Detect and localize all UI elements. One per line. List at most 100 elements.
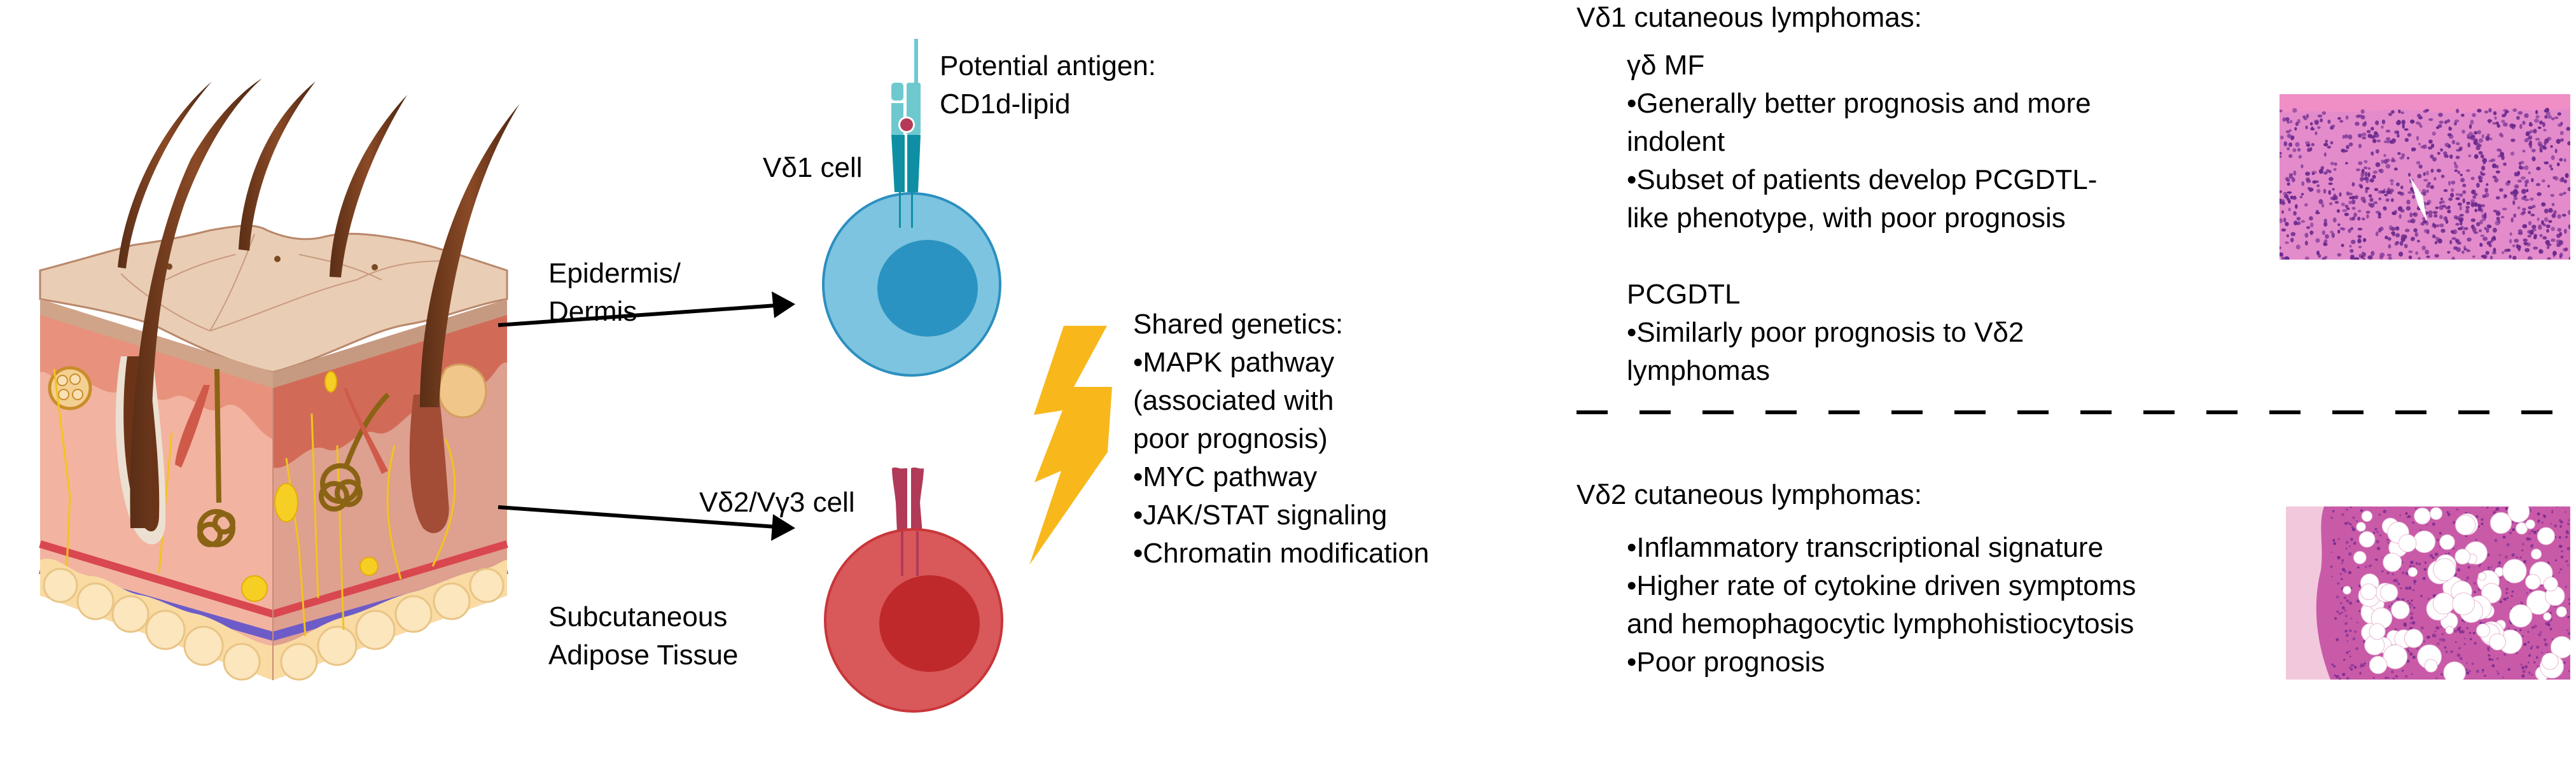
nucleus-dot (2333, 542, 2336, 545)
nucleus-dot (2503, 122, 2508, 127)
nucleus-dot (2379, 253, 2385, 257)
nucleus-dot (2522, 224, 2528, 228)
nucleus-dot (2348, 571, 2352, 575)
nucleus-dot (2344, 134, 2348, 139)
nucleus-dot (2420, 222, 2425, 226)
nucleus-dot (2339, 227, 2344, 230)
nucleus-dot (2405, 512, 2408, 515)
nucleus-dot (2281, 256, 2285, 260)
nucleus-dot (2295, 204, 2298, 209)
list-item: •MYC pathway (1133, 461, 1318, 492)
nucleus-dot (2470, 225, 2475, 229)
tcr-transmembrane (899, 191, 901, 228)
nucleus-dot (2487, 119, 2493, 123)
nucleus-dot (2395, 233, 2400, 238)
nucleus-dot (2361, 217, 2365, 221)
nucleus-dot (2499, 600, 2502, 603)
nucleus-dot (2533, 234, 2537, 238)
tcr-transmembrane (901, 531, 903, 576)
list-item: •Generally better prognosis and more (1627, 88, 2091, 119)
nucleus-dot (2568, 256, 2570, 260)
nucleus-dot (2482, 669, 2484, 671)
nucleus-dot (2450, 650, 2453, 653)
nucleus-dot (2386, 187, 2391, 193)
nucleus-dot (2440, 148, 2444, 152)
adipocyte (2454, 548, 2471, 565)
nucleus-dot (2284, 256, 2290, 260)
nucleus-dot (2537, 520, 2540, 523)
nucleus-dot (2385, 198, 2390, 202)
nucleus-dot (2481, 671, 2484, 673)
nucleus-dot (2478, 151, 2483, 155)
nucleus-dot (2418, 116, 2423, 120)
nucleus-dot (2362, 178, 2367, 181)
nucleus-dot (2350, 506, 2352, 508)
nucleus-dot (2414, 232, 2419, 237)
nucleus-dot (2531, 544, 2533, 546)
nucleus-dot (2391, 157, 2395, 163)
nucleus-dot (2375, 231, 2379, 237)
adipocyte (2391, 600, 2410, 620)
nucleus-dot (2489, 255, 2493, 260)
nucleus-dot (2417, 174, 2422, 179)
nucleus-dot (2390, 183, 2393, 186)
nucleus-dot (2404, 128, 2409, 131)
list-item: •Higher rate of cytokine driven symptoms (1627, 570, 2136, 601)
nucleus-dot (2374, 188, 2379, 192)
nucleus-dot (2341, 611, 2343, 614)
nucleus-dot (2376, 139, 2381, 143)
list-item: •Inflammatory transcriptional signature (1627, 532, 2104, 563)
vd2-nucleus (879, 575, 980, 672)
epidermis-right-edge (273, 299, 507, 388)
nucleus-dot (2304, 241, 2308, 246)
nucleus-dot (2337, 229, 2341, 234)
nucleus-dot (2470, 176, 2475, 181)
nucleus-dot (2280, 198, 2282, 204)
nucleus-dot (2528, 135, 2533, 140)
nucleus-dot (2440, 625, 2442, 628)
nucleus-dot (2410, 627, 2413, 629)
nucleus-dot (2283, 192, 2288, 195)
nucleus-dot (2453, 521, 2456, 524)
nucleus-dot (2301, 164, 2304, 169)
nucleus-dot (2535, 656, 2538, 659)
nucleus-dot (2529, 122, 2532, 125)
nucleus-dot (2360, 185, 2364, 189)
gd-mf-section: γδ MF •Generally better prognosis and mo… (1627, 46, 2097, 237)
adipocyte (2369, 655, 2388, 674)
nucleus-dot (2550, 167, 2554, 171)
nucleus-dot (2531, 626, 2535, 629)
nucleus-dot (2531, 178, 2534, 183)
nucleus-dot (2385, 676, 2388, 680)
nucleus-dot (2441, 632, 2444, 636)
nucleus-dot (2568, 670, 2570, 672)
nucleus-dot (2566, 547, 2570, 550)
adipocyte (2353, 550, 2367, 564)
adipocyte (2531, 548, 2542, 560)
nucleus-dot (2346, 191, 2350, 196)
nucleus-dot (2547, 185, 2551, 188)
nucleus-dot (2426, 202, 2430, 206)
nucleus-dot (2392, 573, 2394, 575)
nucleus-dot (2420, 145, 2425, 149)
nucleus-dot (2455, 193, 2460, 197)
nucleus-dot (2544, 217, 2549, 222)
nucleus-dot (2525, 132, 2530, 136)
nucleus-dot (2521, 674, 2525, 678)
nucleus-dot (2385, 164, 2391, 169)
nucleus-dot (2565, 535, 2568, 539)
nucleus-dot (2443, 189, 2448, 192)
nucleus-dot (2365, 188, 2368, 193)
nucleus-dot (2462, 183, 2467, 188)
nucleus-dot (2386, 538, 2389, 541)
nucleus-dot (2305, 171, 2310, 176)
adipocyte (2543, 612, 2552, 621)
nucleus-dot (2519, 556, 2522, 559)
arrow-subcutaneous-to-vd2 (498, 505, 795, 541)
nucleus-dot (2280, 246, 2281, 249)
papillary-dermis-right (273, 299, 507, 468)
epidermis-layer (2280, 94, 2570, 113)
nucleus-dot (2531, 148, 2536, 153)
nucleus-dot (2507, 667, 2510, 671)
nucleus-dot (2391, 110, 2395, 114)
